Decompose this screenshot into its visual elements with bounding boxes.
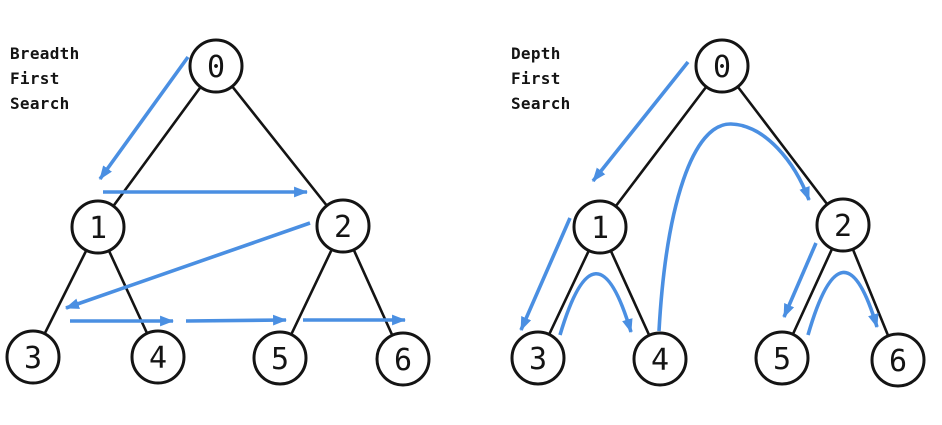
bfs-node-5: 5 [252,330,308,386]
dfs-tree-nodes: 0 1 2 3 4 [510,38,926,388]
bfs-edge-0-1 [96,64,218,229]
bfs-arrow-4-to-5 [185,314,288,326]
bfs-node-0: 0 [188,38,244,94]
dfs-edge-0-1 [598,64,724,229]
bfs-node-6-circle [375,331,431,387]
bfs-node-6: 6 [375,331,431,387]
dfs-node-6-label: 6 [889,344,907,379]
bfs-node-3: 3 [5,329,61,385]
dfs-node-2-label: 2 [834,209,852,244]
dfs-panel: Depth First Search 0 1 [510,38,926,388]
bfs-node-5-label: 5 [271,342,289,377]
dfs-arrow-3-to-4-arc [558,271,633,336]
dfs-arrow-2-to-5 [782,242,818,318]
dfs-node-2-circle [815,197,871,253]
dfs-node-3-circle [510,330,566,386]
dfs-node-5-circle [754,330,810,386]
dfs-node-6: 6 [870,332,926,388]
dfs-arrow-5-to-6-arc [806,270,879,336]
dfs-node-0-label: 0 [713,50,731,85]
dfs-node-0-circle [694,38,750,94]
bfs-node-4-circle [130,329,186,385]
dfs-node-4-label: 4 [651,343,669,378]
dfs-node-5-label: 5 [773,342,791,377]
bfs-title-line-2: First [10,69,60,88]
dfs-node-1-circle [572,199,628,255]
dfs-node-4: 4 [632,331,688,387]
bfs-arrow-2-to-3 [64,221,311,310]
dfs-node-3-label: 3 [529,342,547,377]
bfs-node-1: 1 [70,199,126,255]
bfs-node-4-label: 4 [149,341,167,376]
dfs-node-2: 2 [815,197,871,253]
dfs-node-5: 5 [754,330,810,386]
bfs-traversal-arrows [64,55,407,327]
dfs-edge-0-2 [720,64,845,227]
bfs-node-2: 2 [315,198,371,254]
bfs-edge-0-2 [214,64,345,228]
dfs-arrow-0-to-1 [591,60,690,183]
dfs-node-1-label: 1 [591,211,609,246]
dfs-traversal-arrows [519,60,879,336]
dfs-node-0: 0 [694,38,750,94]
bfs-arrow-0-to-1 [98,55,190,181]
dfs-arrow-1-to-3 [519,217,572,331]
bfs-node-3-circle [5,329,61,385]
bfs-node-3-label: 3 [24,341,42,376]
bfs-tree-nodes: 0 1 2 3 4 [5,38,431,387]
bfs-node-0-circle [188,38,244,94]
bfs-node-1-circle [70,199,126,255]
dfs-title-line-1: Depth [511,44,561,63]
dfs-node-4-circle [632,331,688,387]
bfs-title-line-1: Breadth [10,44,80,63]
dfs-arrow-4-to-2-curve [657,122,811,332]
bfs-node-1-label: 1 [89,211,107,246]
bfs-title-line-3: Search [10,94,70,113]
bfs-node-0-label: 0 [207,50,225,85]
dfs-title-line-2: First [511,69,561,88]
dfs-title-line-3: Search [511,94,571,113]
dfs-node-3: 3 [510,330,566,386]
dfs-node-6-circle [870,332,926,388]
bfs-node-5-circle [252,330,308,386]
bfs-node-2-label: 2 [334,210,352,245]
dfs-node-1: 1 [572,199,628,255]
bfs-node-4: 4 [130,329,186,385]
bfs-node-2-circle [315,198,371,254]
bfs-panel: Breadth First Search 0 1 [5,38,431,387]
bfs-node-6-label: 6 [394,343,412,378]
